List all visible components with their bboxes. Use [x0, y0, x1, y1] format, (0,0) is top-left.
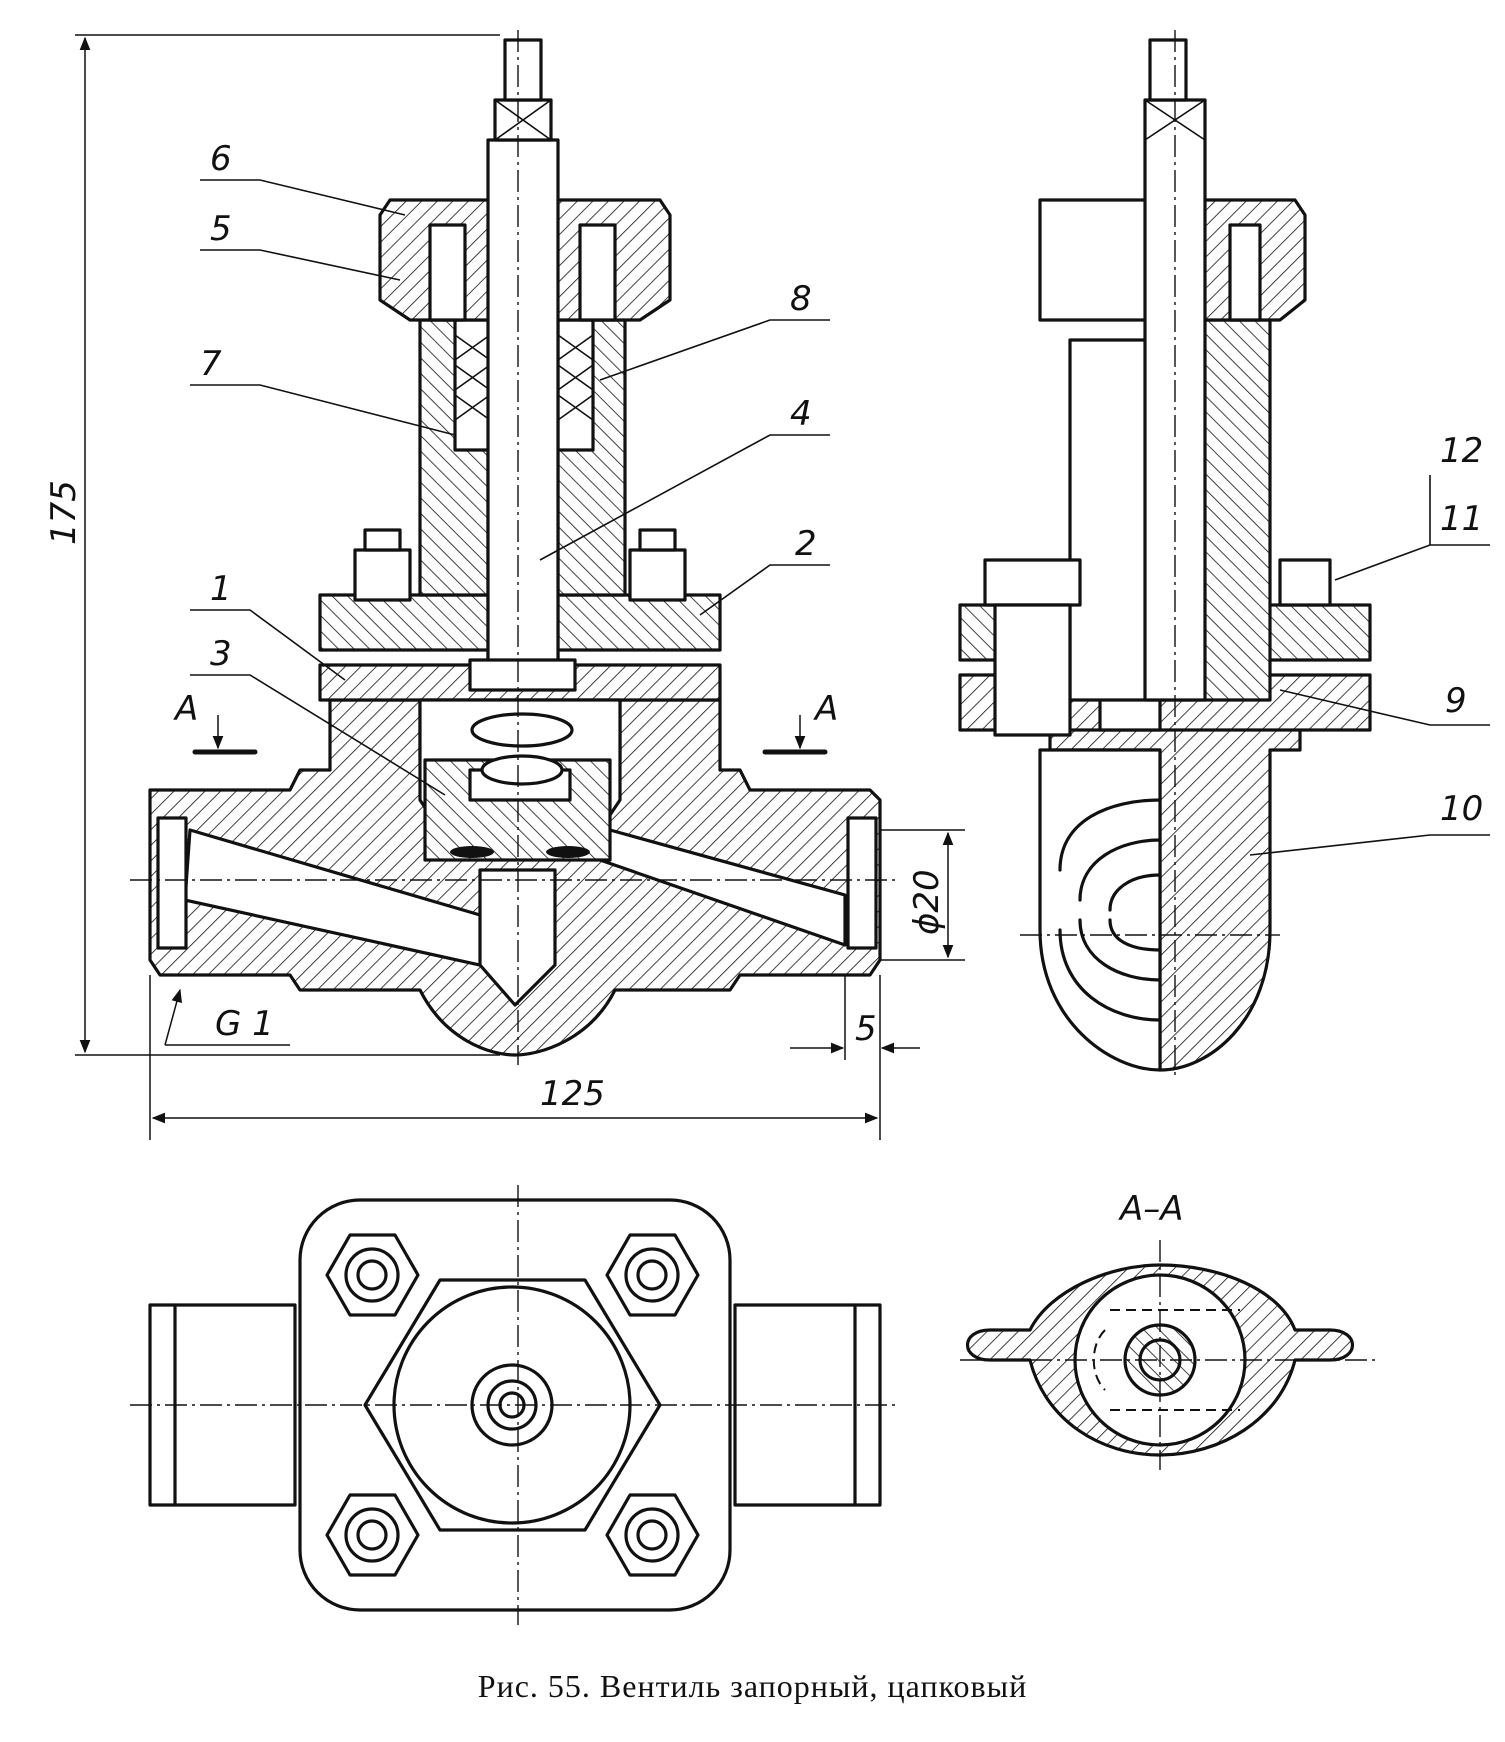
dim-height: 175 — [44, 480, 84, 545]
part-label-12: 12 — [1440, 431, 1483, 471]
part-label-3: 3 — [210, 634, 232, 674]
part-label-1: 1 — [210, 569, 232, 609]
part-label-10: 10 — [1440, 789, 1483, 829]
dim-offset: 5 — [855, 1009, 877, 1049]
top-view — [130, 1185, 900, 1625]
top-bolts — [325, 1233, 700, 1577]
part-label-7: 7 — [200, 344, 222, 384]
left-port — [156, 816, 188, 950]
side-view — [958, 30, 1372, 1080]
leaders — [190, 179, 1490, 856]
valve-stem — [486, 138, 560, 682]
section-a-a — [960, 1240, 1375, 1470]
dim-width: 125 — [540, 1074, 605, 1114]
dim-thread: G 1 — [215, 1004, 274, 1044]
part-label-6: 6 — [210, 139, 232, 179]
part-label-8: 8 — [790, 279, 812, 319]
front-section-view — [130, 30, 900, 1065]
figure-caption: Рис. 55. Вентиль запорный, цапковый — [477, 1668, 1028, 1704]
part-label-2: 2 — [795, 524, 817, 564]
dimensions — [75, 34, 965, 1140]
part-label-11: 11 — [1440, 499, 1483, 539]
right-port — [846, 816, 878, 950]
part-label-5: 5 — [210, 209, 232, 249]
dim-bore: ϕ20 — [907, 869, 947, 935]
section-title: A–A — [1118, 1189, 1184, 1229]
part-label-4: 4 — [790, 394, 812, 434]
section-mark-left: A — [173, 689, 198, 729]
left-bolt — [353, 548, 412, 602]
seat-channel — [478, 868, 557, 1007]
part-label-9: 9 — [1445, 681, 1467, 721]
top-hex — [363, 1278, 662, 1532]
labels: 6 5 7 8 4 2 1 3 12 11 9 10 A A A–A 175 1… — [44, 139, 1483, 1229]
section-mark-right: A — [813, 689, 838, 729]
right-bolt — [628, 548, 687, 602]
